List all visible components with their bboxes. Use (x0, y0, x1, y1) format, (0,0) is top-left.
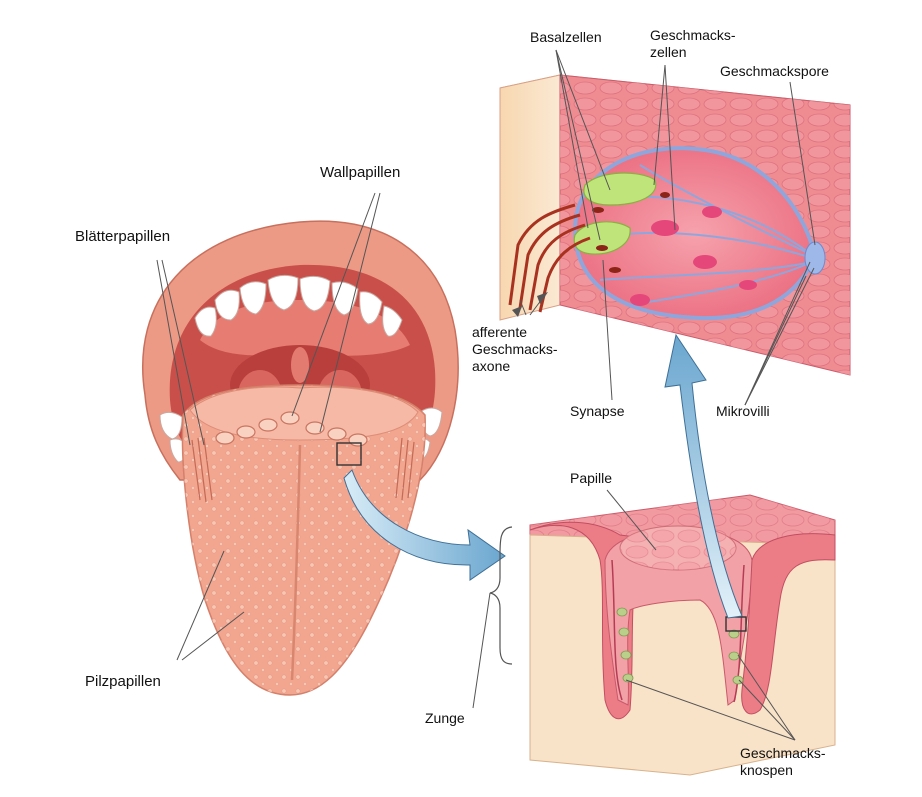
taste-bud-block (499, 74, 851, 376)
green-cells (573, 172, 657, 255)
foliate-papillae (191, 437, 415, 503)
label-geschmacksknospen-line1: Geschmacks- (740, 745, 826, 761)
label-afferente-axone: afferente Geschmacks- axone (472, 324, 558, 375)
label-geschmackspore: Geschmackspore (720, 63, 829, 79)
label-papille: Papille (570, 470, 613, 486)
label-geschmackszellen: Geschmacks- zellen (650, 27, 736, 61)
zoom-arrow-2 (664, 333, 743, 619)
label-basalzellen: Basalzellen (530, 29, 602, 45)
label-afferente-line3: axone (472, 358, 511, 374)
leader-lines (156, 49, 816, 741)
afferent-axons (508, 203, 591, 313)
label-afferente-line1: afferente (472, 324, 528, 340)
label-wallpapillen: Wallpapillen (320, 164, 401, 181)
label-blatterpapillen: Blätterpapillen (75, 228, 171, 245)
tongue-zoom-box (336, 442, 362, 466)
cell-nuclei (630, 206, 757, 306)
label-synapse: Synapse (570, 403, 625, 419)
label-geschmackszellen-line2: zellen (650, 44, 687, 60)
label-zunge: Zunge (425, 710, 465, 726)
label-afferente-line2: Geschmacks- (472, 341, 558, 357)
label-geschmacksknospen-line2: knospen (740, 762, 793, 778)
palate (200, 300, 410, 356)
papille-block (489, 494, 836, 776)
taste-pore (804, 241, 826, 275)
upper-teeth (194, 274, 403, 337)
label-geschmackszellen-line1: Geschmacks- (650, 27, 736, 43)
circumvallate-papillae (215, 411, 368, 447)
label-geschmacksknospen: Geschmacks- knospen (740, 745, 826, 779)
zoom-arrow-1 (343, 469, 506, 581)
label-pilzpapillen: Pilzpapillen (85, 673, 161, 690)
uvula (291, 347, 309, 383)
label-mikrovilli: Mikrovilli (716, 403, 770, 419)
mouth-illustration (141, 220, 459, 696)
median-sulcus (290, 444, 302, 681)
